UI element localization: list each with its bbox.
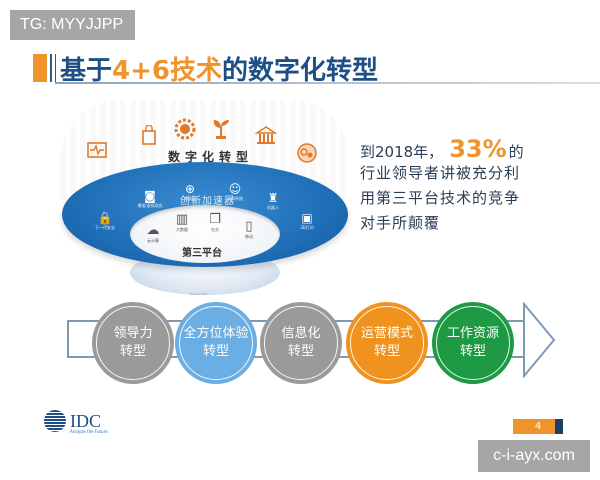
platform-social: ❐ 社交 <box>200 213 230 233</box>
lock-icon: 🔒 <box>97 211 113 225</box>
government-building-icon <box>254 125 278 147</box>
stat-line: 对手所颠覆 <box>360 214 441 232</box>
step-leadership: 领导力转型 <box>92 302 174 384</box>
robot-icon: ♜ <box>267 191 279 205</box>
title-underline <box>55 82 600 84</box>
smart-city-icon <box>296 142 318 164</box>
title-part2: 的数字化转型 <box>221 55 378 86</box>
title-accent-lines <box>50 54 56 82</box>
step-operating-model: 运营模式转型 <box>346 302 428 384</box>
slide-title: 基于4+6技术的数字化转型 <box>33 50 378 87</box>
platform-cloud: ☁ 云计算 <box>138 224 168 244</box>
title-text: 基于4+6技术的数字化转型 <box>60 50 378 87</box>
idc-globe-icon <box>44 410 66 432</box>
step-work-resources: 工作资源转型 <box>432 302 514 384</box>
idc-tagline: Analyze the Future <box>70 429 108 434</box>
title-accent-bar <box>33 54 47 82</box>
factory-gear-icon <box>174 118 196 140</box>
vr-headset-icon: ◙ <box>144 189 156 203</box>
chat-bubbles-icon: ❐ <box>209 212 221 227</box>
diagram-source: Source: IDC <box>190 292 208 296</box>
stat-callout: 到2018年， 33% 的 行业领导者讲被充分利 用第三平台技术的竞争 对手所颠… <box>360 135 560 236</box>
accelerator-iot: ⊕ 物联网 <box>165 183 215 202</box>
title-highlight: 4+6技术 <box>112 55 222 86</box>
accelerator-3d-printing: ▣ 3D打印 <box>282 212 332 231</box>
innovation-accelerator-label: 创新加速器 <box>180 196 235 207</box>
idc-logo: IDC Analyze the Future <box>40 410 108 434</box>
iot-globe-icon: ⊕ <box>184 182 196 196</box>
accelerator-security: 🔒 下一代安全 <box>80 212 130 231</box>
page-number: 4 <box>513 419 563 434</box>
accelerator-robotics: ♜ 机器人 <box>248 192 298 211</box>
step-information: 信息化转型 <box>260 302 342 384</box>
watermark-bottom: c-i-ayx.com <box>478 440 590 472</box>
page-number-accent <box>555 419 563 434</box>
digital-transformation-diagram: 数字化转型 🔒 下一代安全 ◙ 增强/虚拟现实 ⊕ 物联网 ☺ 认知系统 ♜ 机… <box>60 100 350 300</box>
shopping-bag-icon <box>138 124 160 147</box>
stat-headline: 到2018年， 33% 的 <box>360 135 524 163</box>
stat-line: 用第三平台技术的竞争 <box>360 189 521 207</box>
3d-print-icon: ▣ <box>301 211 313 225</box>
accelerator-cognitive: ☺ 认知系统 <box>210 183 260 202</box>
stat-percentage: 33% <box>449 135 507 163</box>
cloud-icon: ☁ <box>146 223 160 238</box>
platform-big-data: ▥ 大数据 <box>167 213 197 233</box>
plant-growth-icon <box>210 118 232 140</box>
cognitive-head-icon: ☺ <box>228 182 242 196</box>
watermark-top: TG: MYYJJPP <box>10 10 135 40</box>
stat-line: 行业领导者讲被充分利 <box>360 164 521 182</box>
health-monitor-icon <box>86 142 108 164</box>
third-platform-label: 第三平台 <box>182 248 222 259</box>
step-omni-experience: 全方位体验转型 <box>175 302 257 384</box>
bar-chart-icon: ▥ <box>175 212 189 227</box>
third-platform-core <box>130 205 280 263</box>
title-part1: 基于 <box>60 55 113 86</box>
platform-mobile: ▯ 移动 <box>234 220 264 240</box>
mobile-phone-icon: ▯ <box>245 219 253 234</box>
digital-transformation-label: 数字化转型 <box>168 150 254 164</box>
accelerator-ar-vr: ◙ 增强/虚拟现实 <box>125 190 175 209</box>
idc-logo-text: IDC <box>70 411 101 431</box>
